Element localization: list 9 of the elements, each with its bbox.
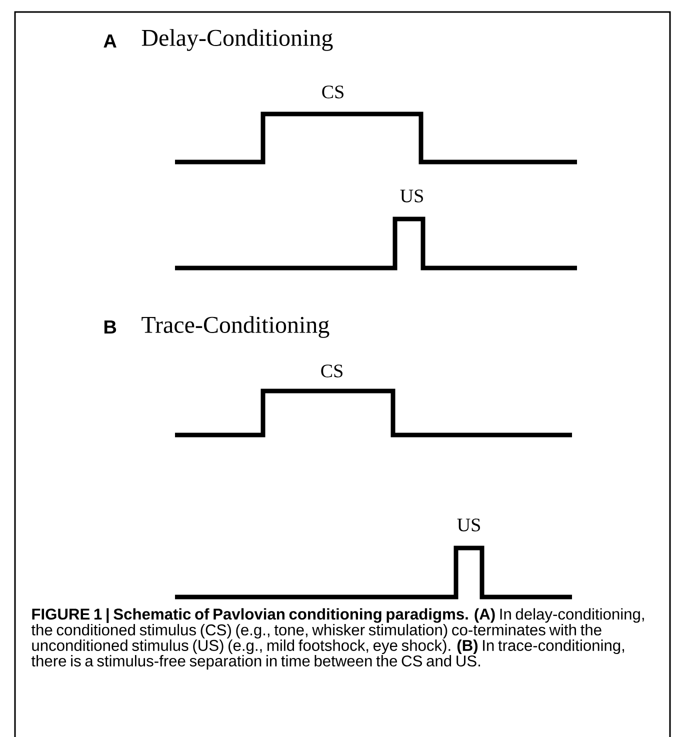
panel-letter: B: [104, 320, 116, 334]
figure-caption: FIGURE 1 | Schematic of Pavlovian conditioning paradigms. (A) In delay-conditioning, the conditioned stimulus (CS) (e.g., tone, whisker stimulation) co-terminates with the unconditioned stimulus (US) (e.g., mild footshock, eye shock). (B) In trace-conditioning, there is a stimulus-free separation in time between the CS and US.: [31, 608, 644, 670]
panel-title: Delay-Conditioning: [142, 29, 333, 51]
panel-letter: A: [104, 34, 116, 48]
panel-title: Trace-Conditioning: [142, 316, 330, 338]
signal-label: CS: [321, 364, 342, 378]
signal-label: US: [400, 190, 423, 202]
signal-label: CS: [322, 86, 344, 98]
signal-label: US: [457, 518, 480, 532]
